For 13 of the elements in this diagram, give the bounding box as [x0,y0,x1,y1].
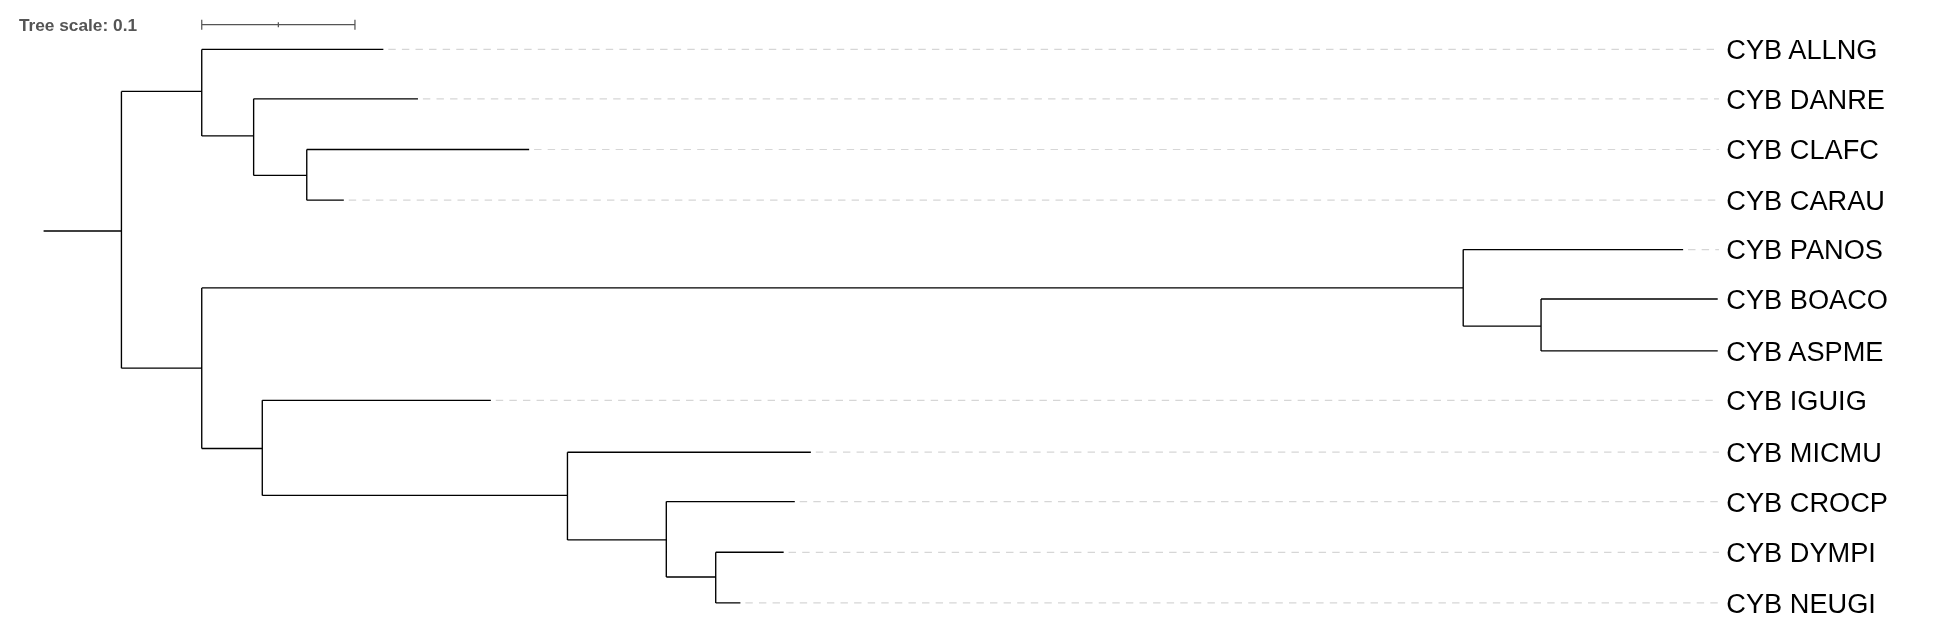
leaf-label: CYB DANRE [1726,83,1885,115]
leaf-label: CYB NEUGI [1726,587,1876,619]
scale-label: Tree scale: 0.1 [18,14,138,35]
leaf-label: CYB MICMU [1726,437,1882,469]
leaf-label: CYB CLAFC [1726,134,1879,166]
leaf-label: CYB ASPME [1726,335,1884,367]
leaf-label: CYB IGUIG [1726,385,1867,417]
leaf-label: CYB ALLNG [1726,34,1878,66]
leaf-label: CYB BOACO [1726,283,1888,315]
leaf-label: CYB CROCP [1726,486,1888,518]
leaf-label: CYB PANOS [1726,234,1883,266]
leaf-label: CYB CARAU [1726,185,1885,217]
leaf-label: CYB DYMPI [1726,537,1876,569]
